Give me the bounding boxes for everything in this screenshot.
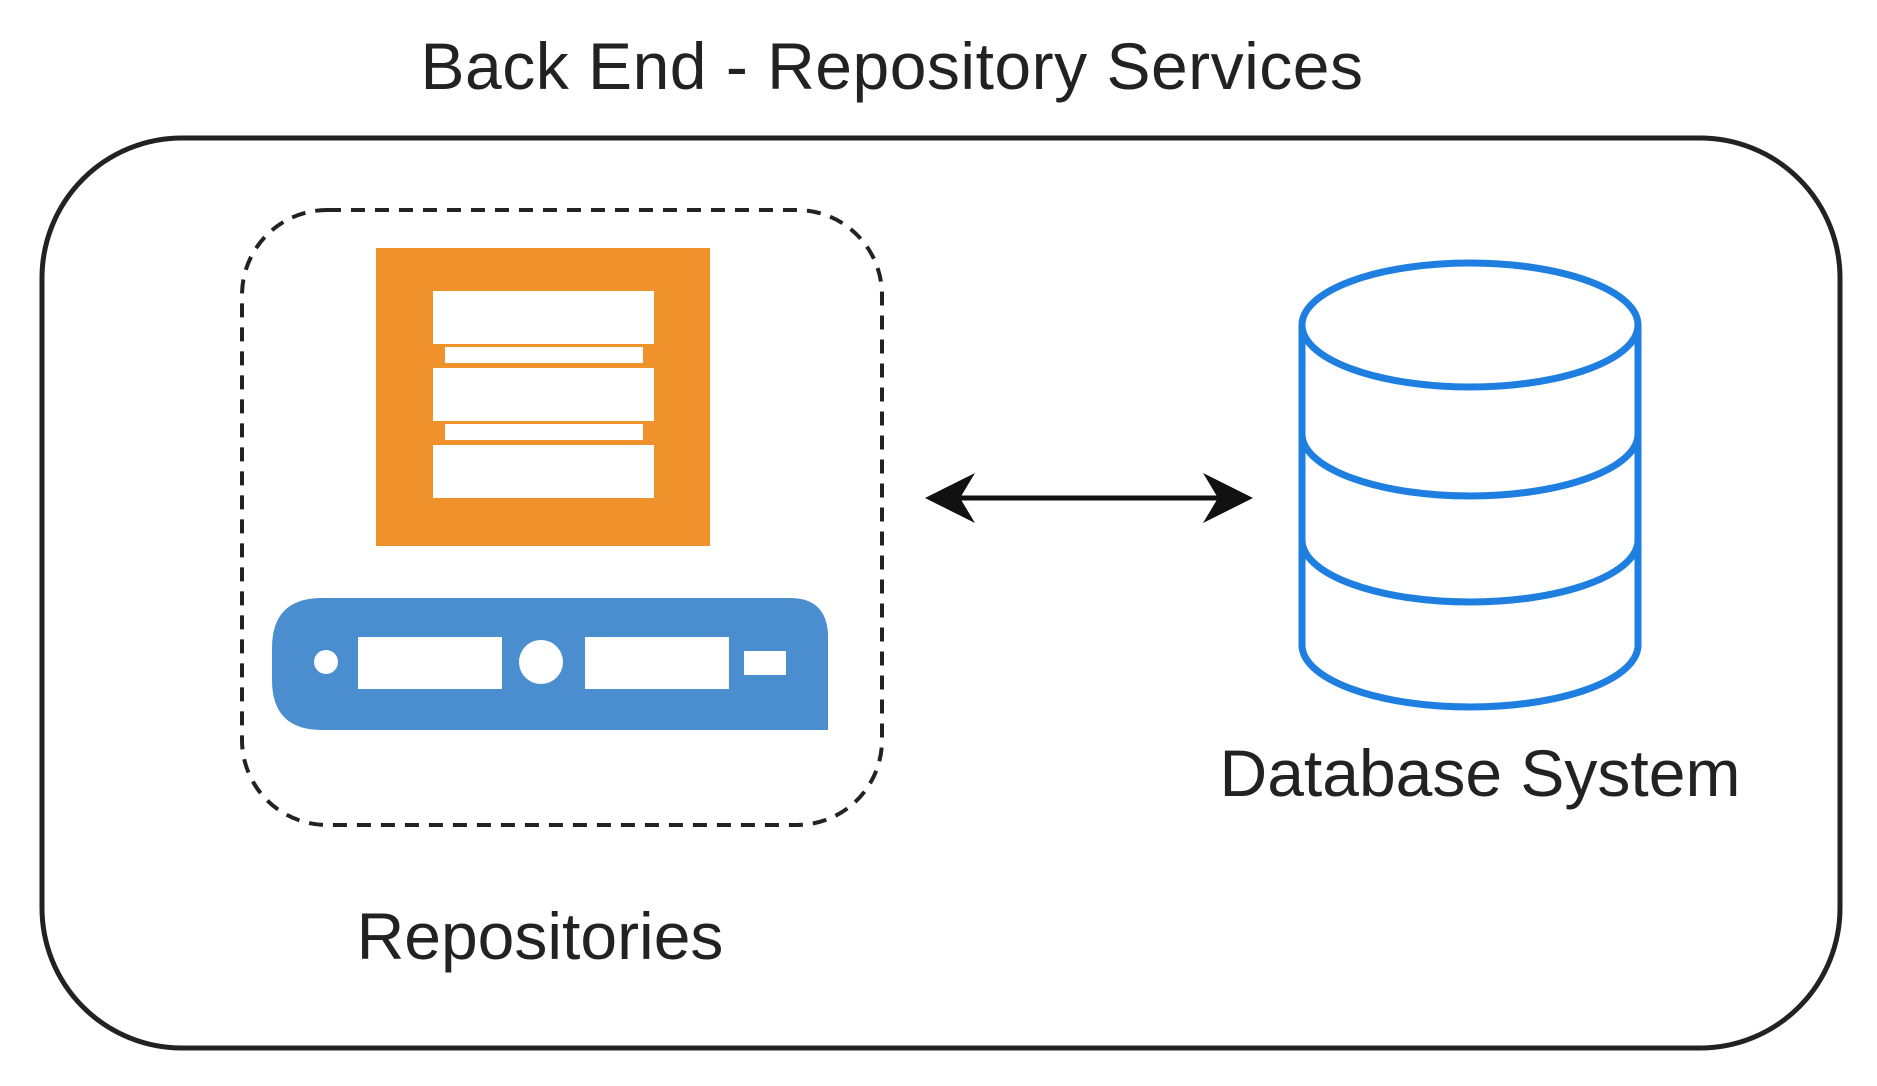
diagram-title: Back End - Repository Services (420, 29, 1364, 103)
database-cylinder-icon (1298, 259, 1642, 711)
database-system-label: Database System (1219, 736, 1741, 810)
repositories-group (240, 208, 884, 827)
backend-container (39, 135, 1843, 1051)
repositories-label: Repositories (356, 899, 724, 973)
repository-server-icon (272, 248, 828, 730)
